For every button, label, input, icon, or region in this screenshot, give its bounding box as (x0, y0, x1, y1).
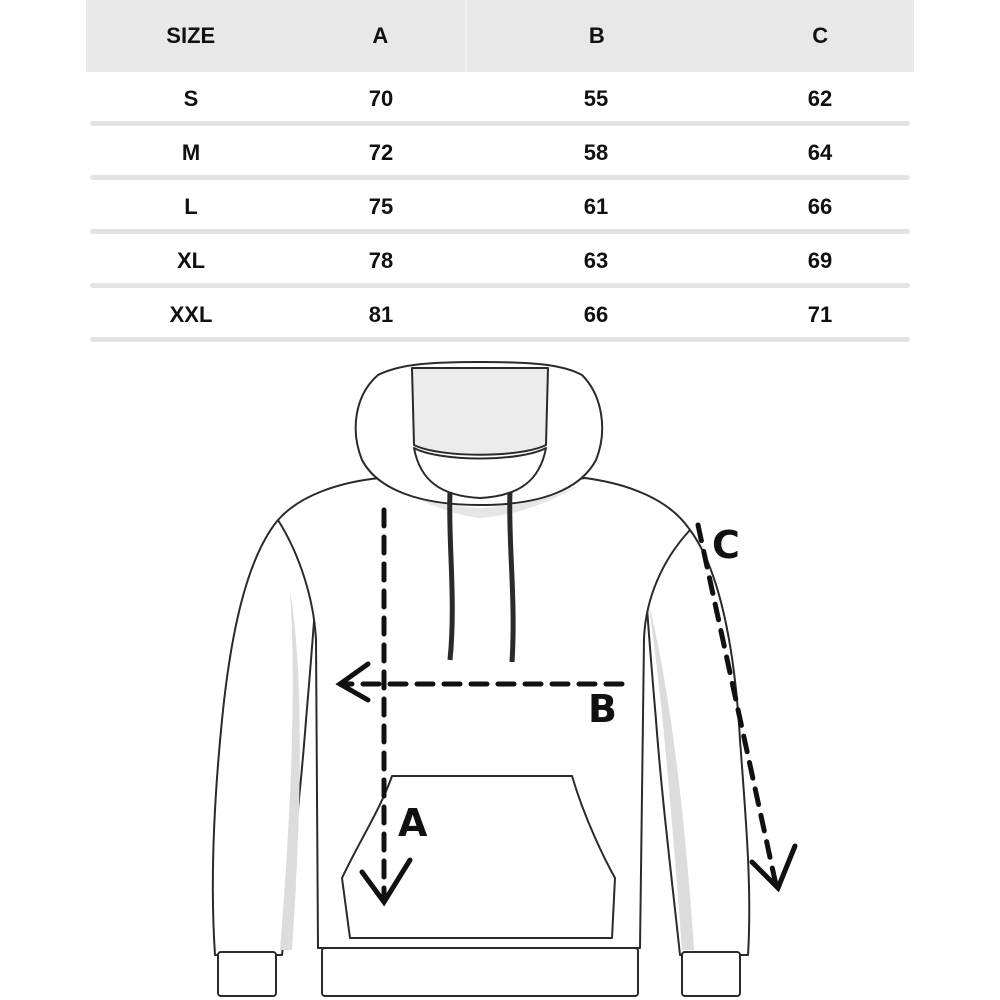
measure-b-cell: 55 (583, 86, 609, 111)
left-sleeve (211, 519, 319, 956)
body-shoulder-shade (380, 482, 585, 518)
measure-c-cell: 71 (807, 302, 833, 327)
size-cell: S (183, 86, 199, 111)
hood-inner (411, 367, 549, 456)
table-row: XXL 81 66 71 (86, 288, 914, 342)
table-row: XL 78 63 69 (86, 234, 914, 288)
waistband (321, 947, 639, 997)
size-cell: XL (176, 248, 206, 273)
header-a: A (372, 23, 389, 48)
measure-c-arrowhead (749, 843, 798, 893)
measure-c-cell: 66 (807, 194, 833, 219)
size-cell: L (184, 194, 198, 219)
measure-b-cell: 58 (583, 140, 609, 165)
size-table: SIZE A B C S 70 55 62 M 72 58 64 L 75 61… (86, 0, 914, 342)
right-cuff (681, 951, 741, 997)
table-row: M 72 58 64 (86, 126, 914, 180)
measurement-guides (335, 507, 798, 907)
measure-b-arrowhead (335, 661, 371, 703)
size-cell: M (181, 140, 201, 165)
table-row: S 70 55 62 (86, 72, 914, 126)
left-drawstring (447, 491, 455, 661)
table-row: L 75 61 66 (86, 180, 914, 234)
left-cuff (217, 951, 277, 997)
measure-b-cell: 63 (583, 248, 609, 273)
header-size: SIZE (166, 23, 216, 48)
measure-a-cell: 78 (368, 248, 394, 273)
measure-a-arrowhead (359, 857, 413, 907)
measure-c-cell: 62 (807, 86, 833, 111)
measure-a-cell: 81 (368, 302, 394, 327)
measure-b-cell: 61 (583, 194, 609, 219)
right-sleeve (643, 529, 751, 956)
measure-a-cell: 72 (368, 140, 394, 165)
header-c: C (812, 23, 829, 48)
hood-collar (413, 447, 547, 499)
measure-c-line (695, 522, 779, 888)
label-b: B (588, 687, 617, 731)
measure-c-cell: 64 (807, 140, 833, 165)
kangaroo-pocket (341, 775, 616, 939)
measure-b-cell: 66 (583, 302, 609, 327)
hoodie-measurement-diagram: A B C (211, 361, 798, 997)
label-a: A (398, 801, 428, 845)
right-drawstring (507, 491, 516, 663)
measure-a-cell: 70 (368, 86, 394, 111)
label-c: C (712, 523, 740, 567)
measure-c-cell: 69 (807, 248, 833, 273)
left-sleeve-shade (280, 590, 300, 950)
size-table-header: SIZE A B C (86, 0, 914, 72)
hoodie-illustration (211, 361, 751, 997)
size-cell: XXL (169, 302, 213, 327)
header-b: B (465, 0, 726, 72)
measure-a-cell: 75 (368, 194, 394, 219)
right-sleeve-shade (648, 600, 694, 950)
